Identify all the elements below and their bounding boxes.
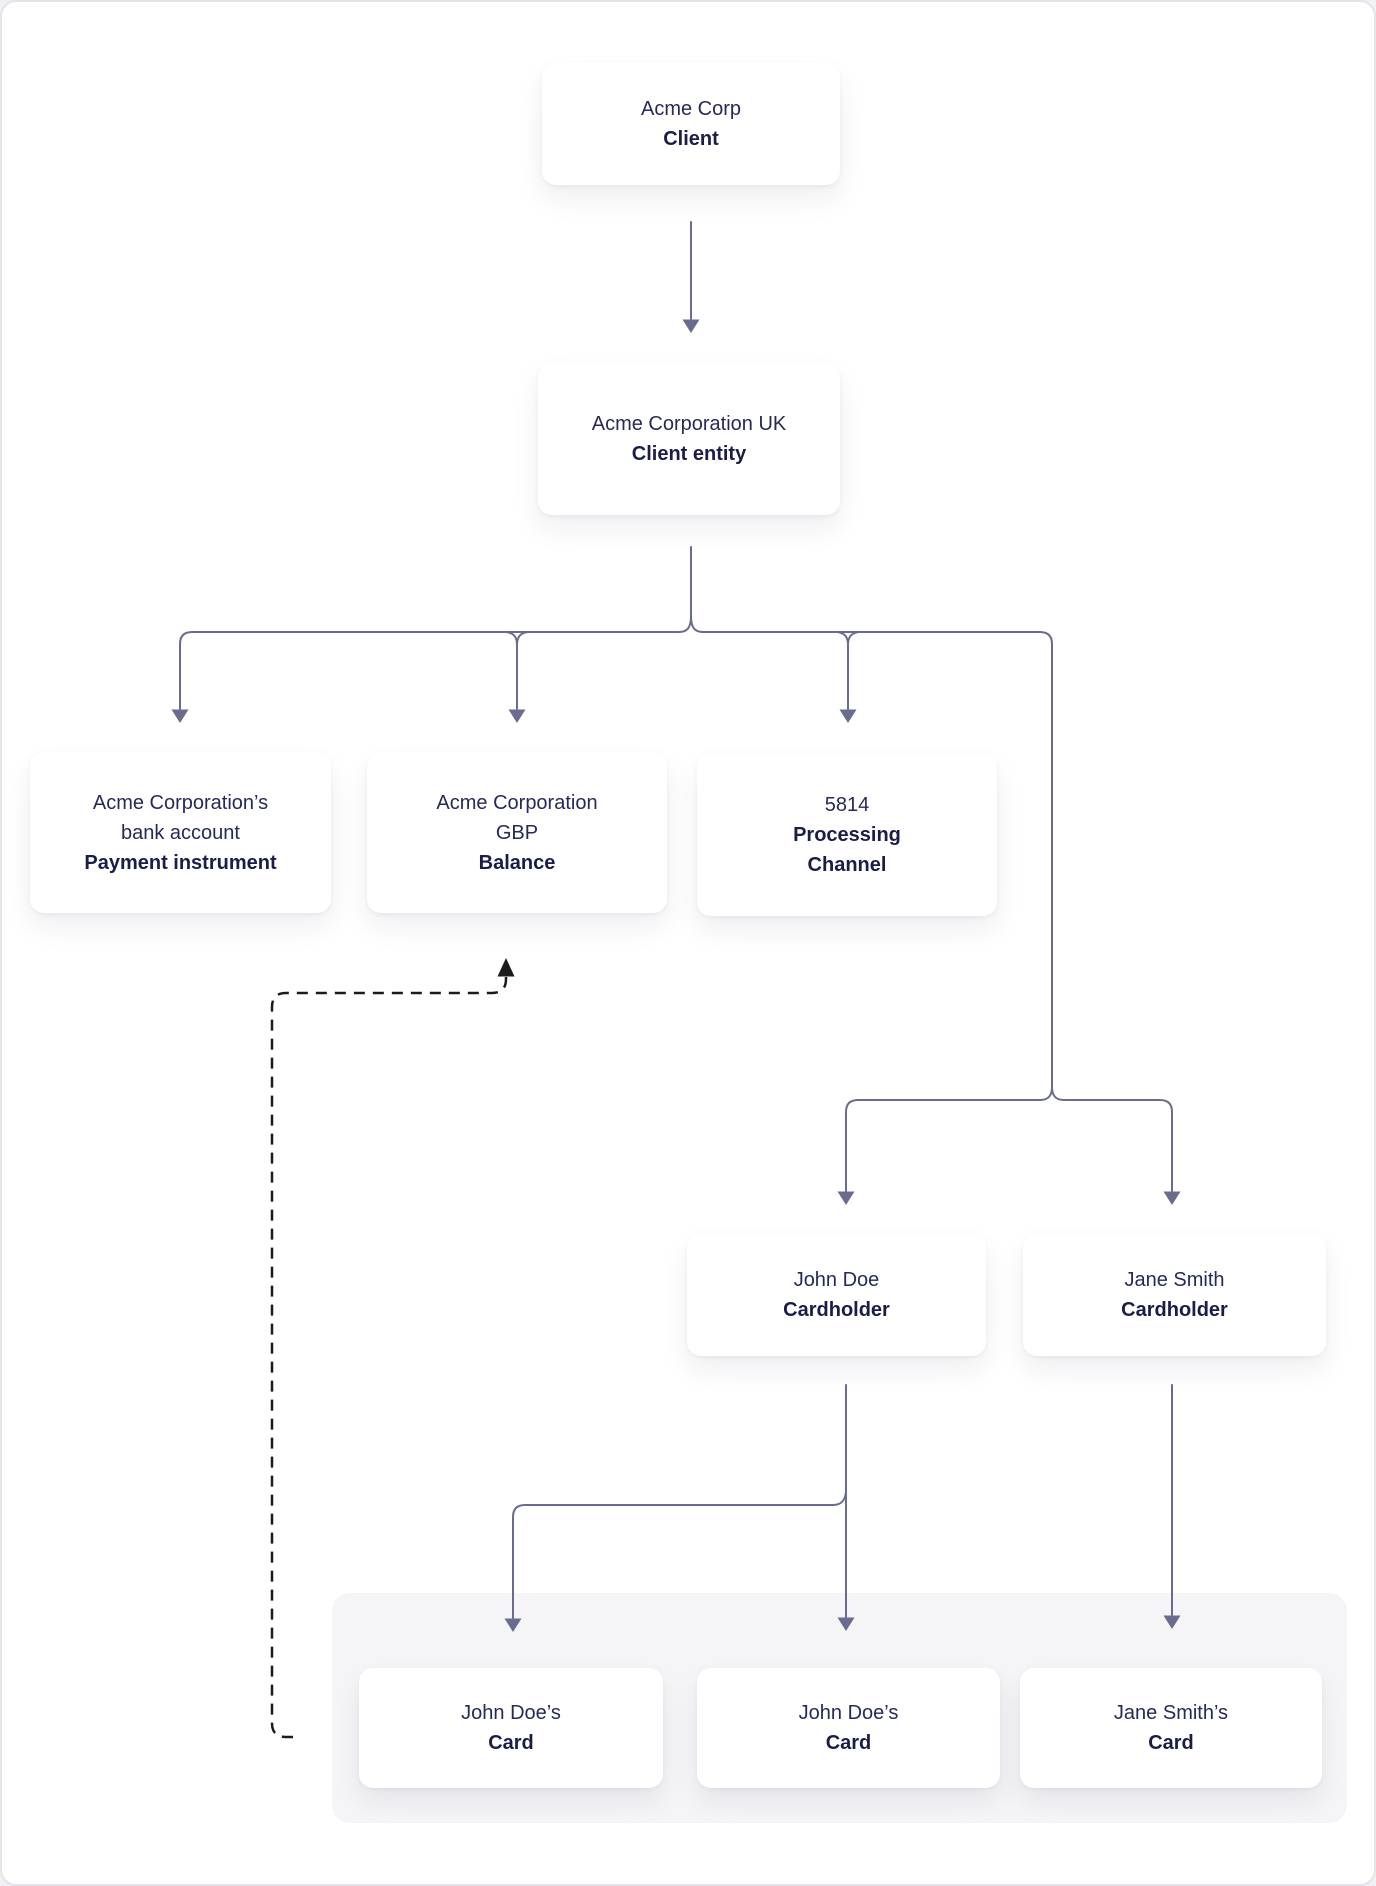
node-name: John Doe [793,1268,880,1291]
node-type: Processing Channel [793,823,901,876]
node-balance: Acme Corporation GBP Balance [367,752,667,913]
node-client-entity: Acme Corporation UK Client entity [538,363,840,515]
node-card-john-2: John Doe’s Card [697,1668,1000,1788]
node-name: Jane Smith’s [1113,1702,1229,1724]
node-card-john-1: John Doe’s Card [359,1668,663,1788]
node-type: Client [663,128,719,150]
node-client: Acme Corp Client [542,63,840,185]
node-name: Acme Corporation [436,791,598,814]
node-type: Card [488,1732,534,1754]
node-name: Jane Smith [1124,1268,1225,1291]
node-type: Card [825,1732,872,1754]
node-type: Cardholder [783,1298,890,1321]
node-name: Acme Corp [640,98,742,120]
node-type: Card [1148,1732,1194,1754]
node-payment-instrument: Acme Corporation’s bank account Payment … [30,752,331,913]
node-processing-channel: 5814 Processing Channel [697,753,997,916]
node-type: Payment instrument [84,851,277,874]
node-type: Cardholder [1121,1298,1228,1321]
node-cardholder-john: John Doe Cardholder [687,1233,986,1356]
node-name: bank account [121,821,240,844]
node-name: 5814 [824,793,870,816]
node-type: Client entity [631,443,747,465]
node-cardholder-jane: Jane Smith Cardholder [1023,1233,1326,1356]
node-name: Acme Corporation’s [92,791,269,814]
node-name: Acme Corporation UK [591,413,787,435]
node-name: John Doe’s [461,1702,561,1724]
node-name: GBP [495,821,539,844]
node-type: Balance [478,851,556,874]
node-card-jane: Jane Smith’s Card [1020,1668,1322,1788]
node-name: John Doe’s [798,1702,899,1724]
